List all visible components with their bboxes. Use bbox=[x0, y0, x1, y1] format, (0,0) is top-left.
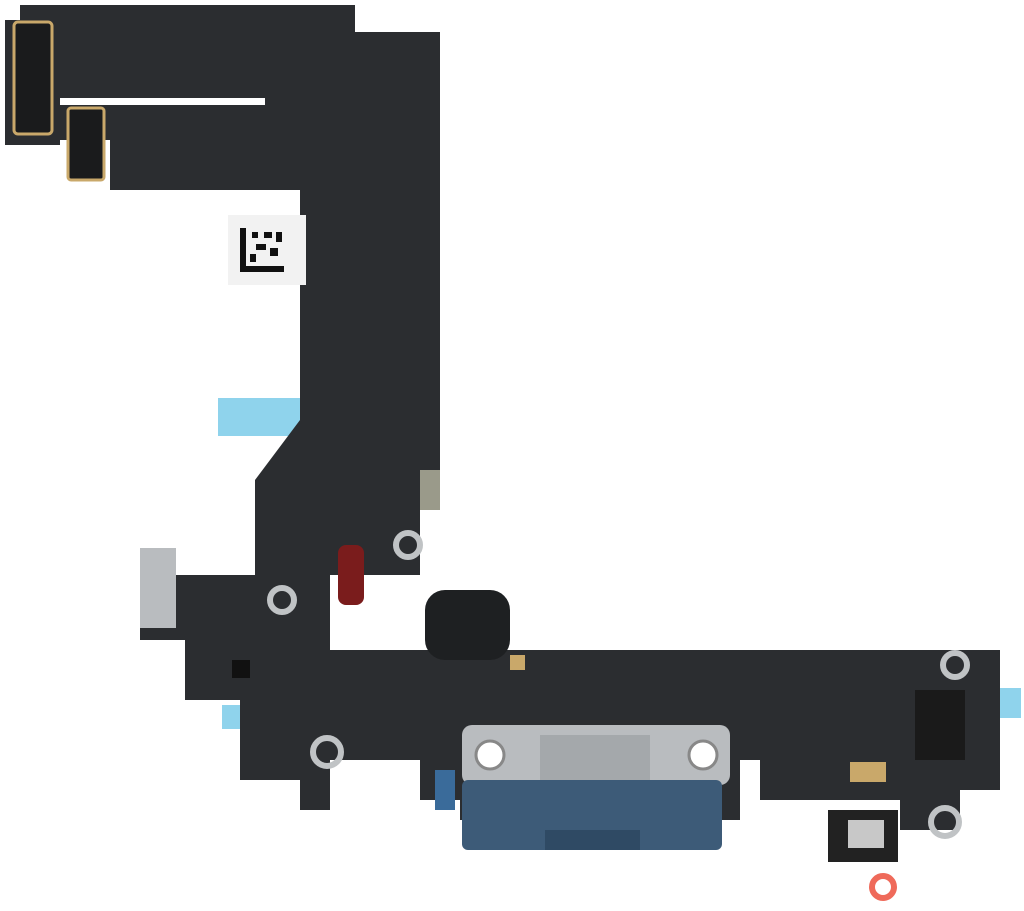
board-connector bbox=[12, 20, 54, 136]
metal-ring bbox=[310, 735, 344, 769]
metal-ring bbox=[267, 585, 297, 615]
chip bbox=[435, 770, 455, 810]
microphone bbox=[848, 820, 884, 848]
charging-port bbox=[462, 780, 722, 850]
contact-pad bbox=[850, 762, 886, 782]
metal-ring bbox=[928, 805, 962, 839]
port-shield bbox=[540, 735, 650, 785]
datamatrix-label bbox=[228, 215, 306, 285]
red-seal-ring bbox=[869, 873, 897, 901]
board-connector bbox=[66, 106, 106, 182]
flex-cable bbox=[5, 5, 1000, 830]
adhesive-tape bbox=[218, 398, 300, 436]
metal-ring bbox=[940, 650, 970, 680]
chip bbox=[915, 690, 965, 760]
chip bbox=[232, 660, 250, 678]
metal-ring bbox=[393, 530, 423, 560]
screw-hole bbox=[687, 739, 719, 771]
red-gasket bbox=[338, 545, 364, 605]
screw-hole bbox=[474, 739, 506, 771]
contact-pad bbox=[510, 655, 525, 670]
metal-bracket bbox=[140, 548, 176, 628]
metal-bracket bbox=[420, 470, 440, 510]
port-opening bbox=[545, 830, 640, 850]
datamatrix-code bbox=[240, 228, 284, 272]
vibrator-module bbox=[425, 590, 510, 660]
